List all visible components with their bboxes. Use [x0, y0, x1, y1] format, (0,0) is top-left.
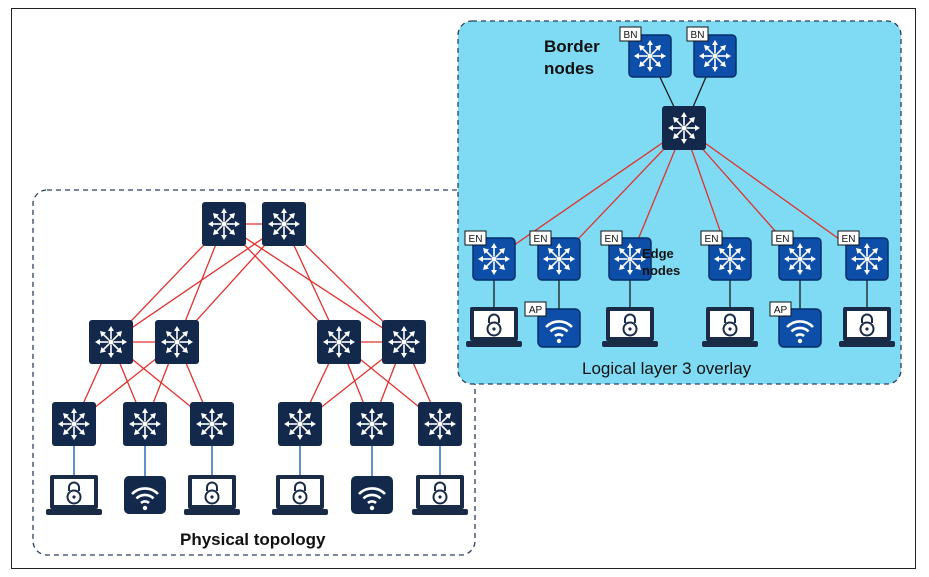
switch-icon — [350, 402, 394, 446]
switch-icon — [418, 402, 462, 446]
svg-text:BN: BN — [691, 30, 705, 41]
svg-text:AP: AP — [529, 305, 543, 316]
switch-icon — [317, 320, 361, 364]
logical-overlay-label: Logical layer 3 overlay — [582, 359, 752, 378]
svg-text:AP: AP — [774, 305, 788, 316]
edge-nodes-label-line2: nodes — [642, 263, 681, 278]
laptop-lock-icon — [45, 474, 103, 516]
en-tag: EN — [600, 230, 623, 246]
svg-text:EN: EN — [469, 234, 483, 245]
switch-icon — [202, 202, 246, 246]
switch-icon — [382, 320, 426, 364]
en-tag: EN — [837, 230, 860, 246]
switch-icon — [278, 402, 322, 446]
svg-text:EN: EN — [605, 234, 619, 245]
ap-tag: AP — [769, 301, 792, 317]
switch-icon — [89, 320, 133, 364]
svg-text:EN: EN — [776, 234, 790, 245]
switch-icon — [155, 320, 199, 364]
wifi-ap-icon — [349, 474, 395, 516]
svg-text:EN: EN — [705, 234, 719, 245]
switch-icon — [123, 402, 167, 446]
laptop-lock-icon — [183, 474, 241, 516]
laptop-lock-icon — [601, 306, 659, 348]
switch-icon — [190, 402, 234, 446]
edge-nodes-label: Edge nodes — [642, 245, 702, 279]
en-tag: EN — [700, 230, 723, 246]
en-tag: EN — [771, 230, 794, 246]
svg-text:EN: EN — [534, 234, 548, 245]
edge-nodes-label-line1: Edge — [642, 246, 674, 261]
figure-frame — [11, 8, 916, 569]
laptop-lock-icon — [411, 474, 469, 516]
svg-text:BN: BN — [624, 30, 638, 41]
en-tag: EN — [529, 230, 552, 246]
physical-access-links — [73, 446, 441, 478]
laptop-lock-icon — [465, 306, 523, 348]
svg-text:EN: EN — [842, 234, 856, 245]
logical-overlay-region — [457, 20, 902, 385]
physical-topology-label: Physical topology — [180, 530, 326, 549]
border-nodes-label-line1: Border — [544, 37, 600, 56]
border-nodes-label-line2: nodes — [544, 59, 595, 78]
en-tag: EN — [464, 230, 487, 246]
bn-tag: BN — [686, 26, 709, 42]
wifi-ap-icon — [122, 474, 168, 516]
switch-icon — [662, 106, 706, 150]
switch-icon — [52, 402, 96, 446]
bn-tag: BN — [619, 26, 642, 42]
border-nodes-label: Border nodes — [544, 36, 624, 80]
laptop-lock-icon — [271, 474, 329, 516]
switch-icon — [262, 202, 306, 246]
laptop-lock-icon — [838, 306, 896, 348]
laptop-lock-icon — [701, 306, 759, 348]
ap-tag: AP — [524, 301, 547, 317]
